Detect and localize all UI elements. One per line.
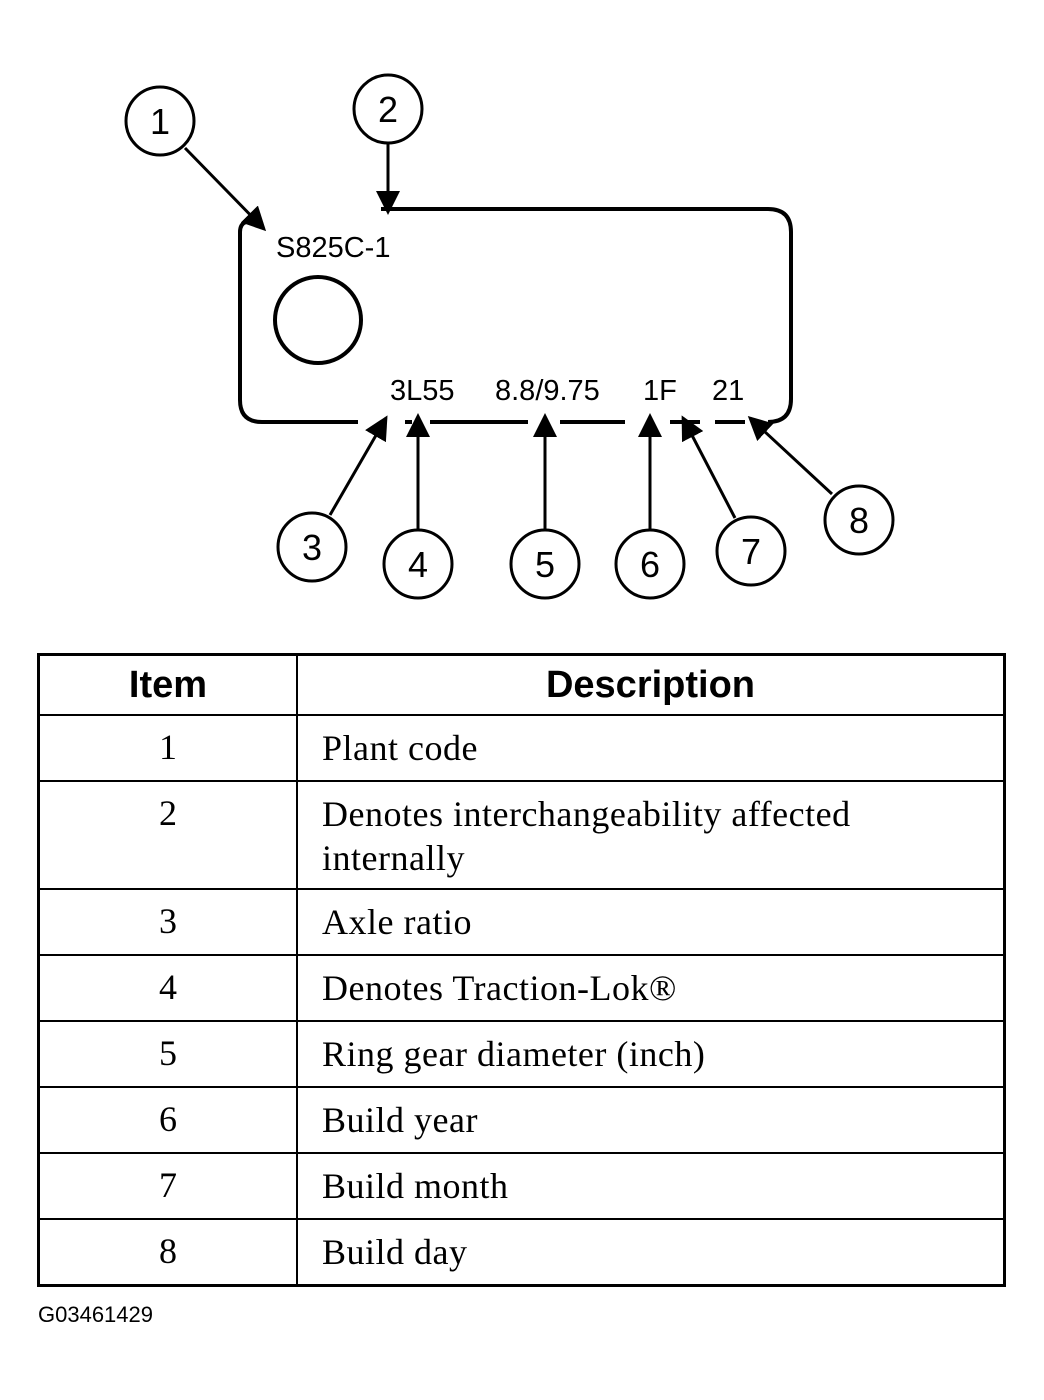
mounting-hole <box>273 275 363 365</box>
item-number: 5 <box>37 1020 298 1088</box>
item-column-header: Item <box>37 653 298 716</box>
axle-tag-diagram: S825C-1 3L55 8.8/9.75 1F 21 1 2 3 4 <box>124 73 895 600</box>
callout-2: 2 <box>352 73 424 145</box>
leader-arrows <box>183 143 834 530</box>
table-header-row: Item Description <box>37 653 1006 716</box>
leader-arrow-8 <box>747 415 834 496</box>
table-row: 3 Axle ratio <box>37 888 1006 956</box>
leader-arrow-3 <box>328 415 388 516</box>
callout-6: 6 <box>614 528 686 600</box>
item-description: Denotes Traction-Lok® <box>296 954 1006 1022</box>
callout-8-label: 8 <box>849 500 869 541</box>
callout-2-label: 2 <box>378 89 398 130</box>
item-description: Build day <box>296 1218 1006 1287</box>
table-row: 6 Build year <box>37 1086 1006 1154</box>
item-number: 1 <box>37 714 298 782</box>
callout-3-label: 3 <box>302 527 322 568</box>
callout-6-label: 6 <box>640 544 660 585</box>
callout-3: 3 <box>276 511 348 583</box>
callout-7-label: 7 <box>741 531 761 572</box>
callout-4-label: 4 <box>408 544 428 585</box>
tag-gear-code: 8.8/9.75 <box>495 375 600 407</box>
table-row: 5 Ring gear diameter (inch) <box>37 1020 1006 1088</box>
item-number: 8 <box>37 1218 298 1287</box>
legend-table: Item Description 1 Plant code 2 Denotes … <box>37 653 1006 1287</box>
item-description: Ring gear diameter (inch) <box>296 1020 1006 1088</box>
callout-1-label: 1 <box>150 101 170 142</box>
callout-circles: 1 2 3 4 5 6 7 8 <box>124 73 895 600</box>
table-row: 8 Build day <box>37 1218 1006 1287</box>
callout-8: 8 <box>823 484 895 556</box>
item-description: Axle ratio <box>296 888 1006 956</box>
table-row: 4 Denotes Traction-Lok® <box>37 954 1006 1022</box>
tag-day-code: 21 <box>712 375 744 407</box>
tag-date-code: 1F <box>643 375 677 407</box>
tag-ratio-code: 3L55 <box>390 375 455 407</box>
callout-4: 4 <box>382 528 454 600</box>
item-number: 2 <box>37 780 298 890</box>
callout-1: 1 <box>124 85 196 157</box>
item-number: 6 <box>37 1086 298 1154</box>
item-number: 7 <box>37 1152 298 1220</box>
identification-tag: S825C-1 3L55 8.8/9.75 1F 21 <box>238 207 793 424</box>
tag-plant-code: S825C-1 <box>276 232 390 264</box>
callout-7: 7 <box>715 515 787 587</box>
item-description: Build year <box>296 1086 1006 1154</box>
figure-id-label: G03461429 <box>38 1302 153 1327</box>
table-row: 1 Plant code <box>37 714 1006 782</box>
callout-5: 5 <box>509 528 581 600</box>
leader-arrow-7 <box>681 415 737 519</box>
item-number: 4 <box>37 954 298 1022</box>
item-description: Build month <box>296 1152 1006 1220</box>
table-row: 2 Denotes interchangeability affected in… <box>37 780 1006 890</box>
item-description: Denotes interchangeability affected inte… <box>296 780 1006 890</box>
description-column-header: Description <box>296 653 1006 716</box>
leader-arrow-1 <box>183 146 267 232</box>
item-number: 3 <box>37 888 298 956</box>
callout-5-label: 5 <box>535 544 555 585</box>
table-row: 7 Build month <box>37 1152 1006 1220</box>
item-description: Plant code <box>296 714 1006 782</box>
